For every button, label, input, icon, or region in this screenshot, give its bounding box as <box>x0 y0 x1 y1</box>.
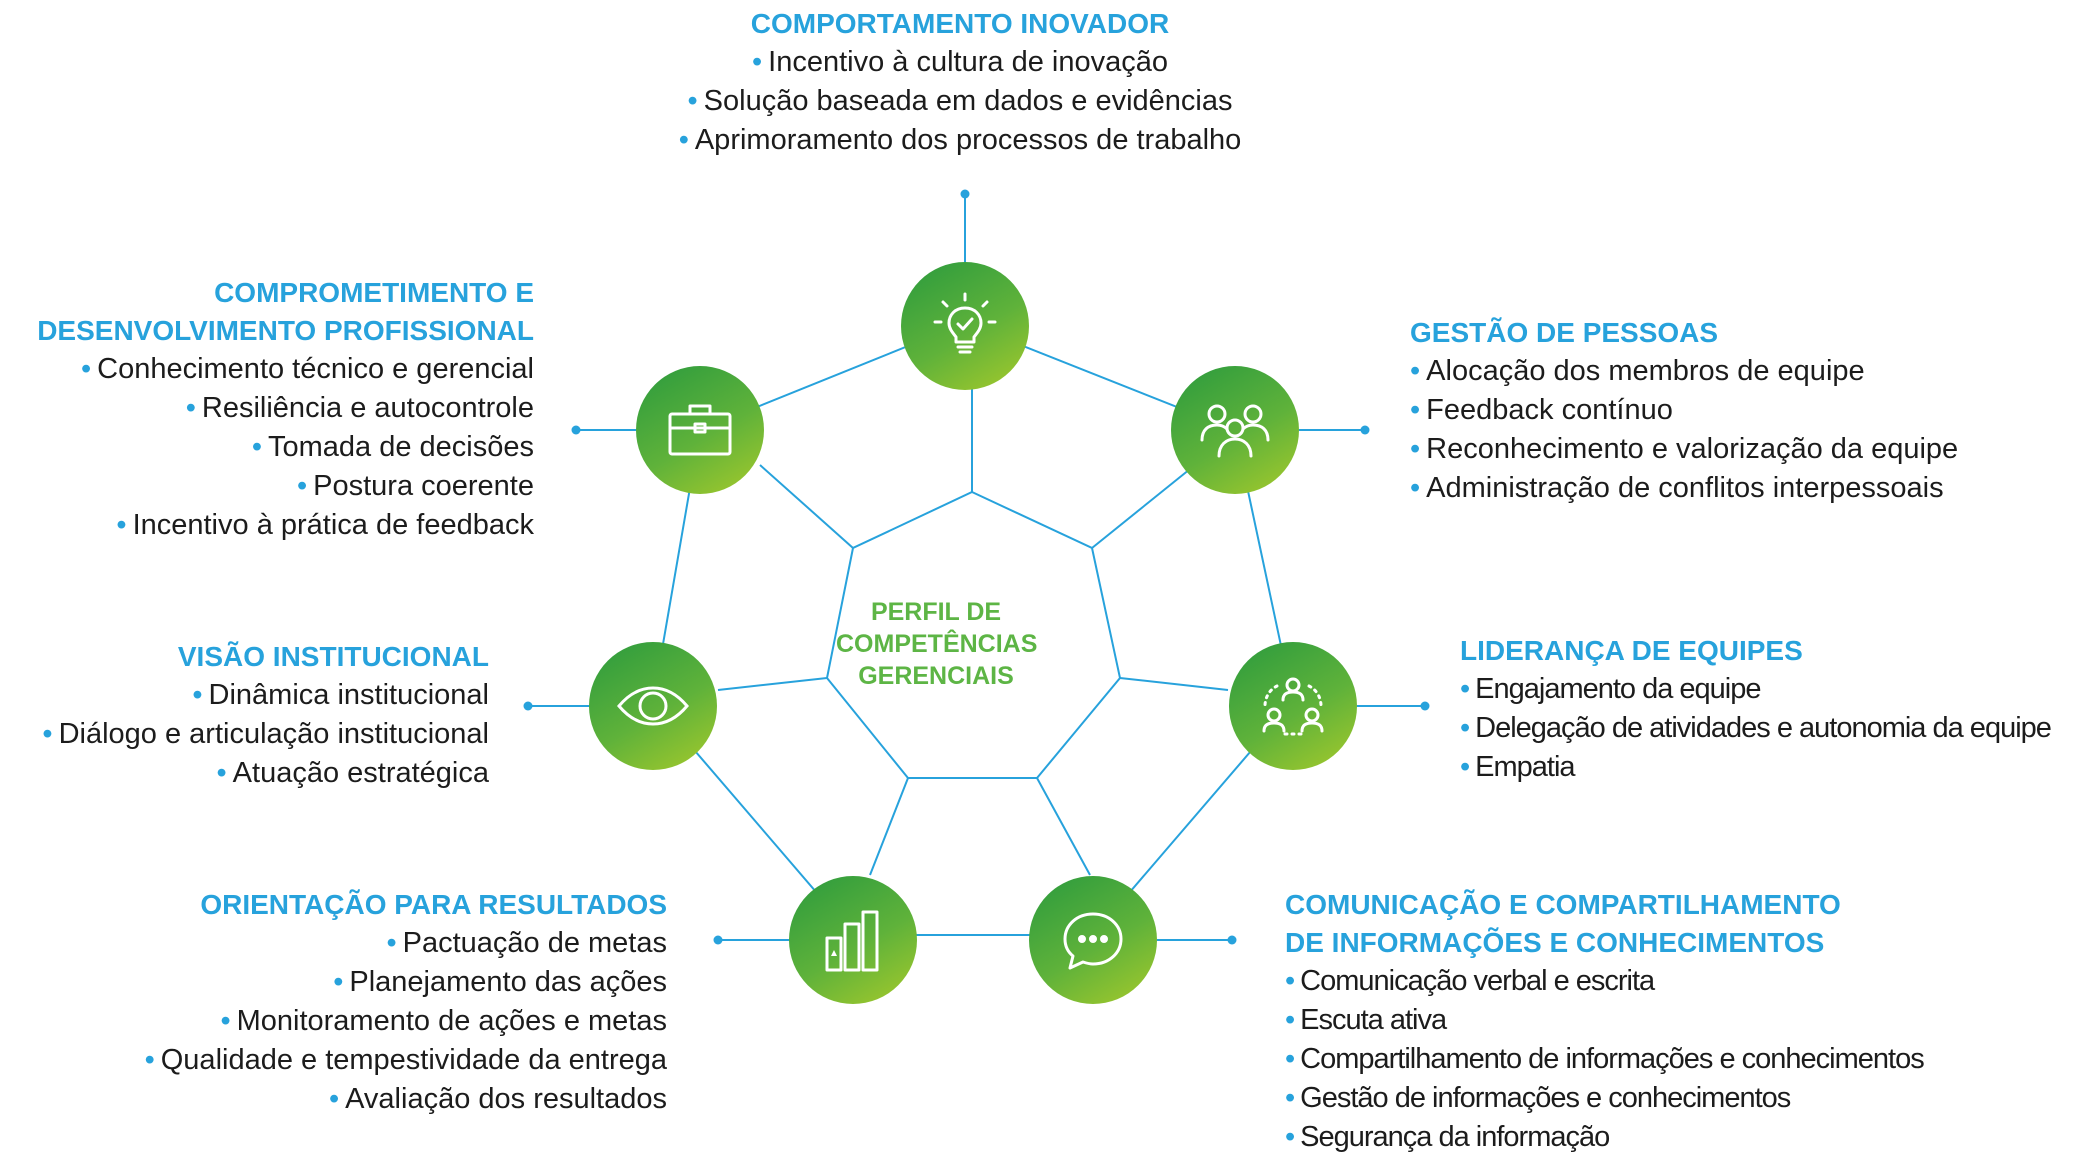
list-item: Planejamento das ações <box>145 963 667 1002</box>
leader-dot-pessoas <box>1360 425 1370 435</box>
title-resultados-line-1: ORIENTAÇÃO PARA RESULTADOS <box>200 889 667 920</box>
title-comunicacao-line-2: DE INFORMAÇÕES E CONHECIMENTOS <box>1285 927 1825 958</box>
list-visao: Dinâmica institucional Diálogo e articul… <box>42 676 489 793</box>
block-comunicacao: COMUNICAÇÃO E COMPARTILHAMENTO DE INFORM… <box>1285 886 1925 1157</box>
leader-dot-comprometimento <box>571 425 581 435</box>
spoke-lideranca <box>1119 677 1229 691</box>
leader-dot-visao <box>523 701 533 711</box>
node-lideranca <box>1229 642 1357 770</box>
list-item: Empatia <box>1460 748 2051 787</box>
spoke-visao <box>717 677 828 691</box>
block-comprometimento: COMPROMETIMENTO E DESENVOLVIMENTO PROFIS… <box>37 274 534 545</box>
list-item: Atuação estratégica <box>42 754 489 793</box>
list-item: Feedback contínuo <box>1410 391 1958 430</box>
list-comprometimento: Conhecimento técnico e gerencial Resiliê… <box>37 350 534 545</box>
title-comunicacao-line-1: COMUNICAÇÃO E COMPARTILHAMENTO <box>1285 889 1841 920</box>
title-inovador: COMPORTAMENTO INOVADOR <box>650 5 1270 43</box>
title-comprometimento-line-1: COMPROMETIMENTO E <box>214 277 534 308</box>
title-pessoas: GESTÃO DE PESSOAS <box>1410 314 1958 352</box>
leader-dot-comunicacao <box>1227 935 1237 945</box>
title-comprometimento: COMPROMETIMENTO E DESENVOLVIMENTO PROFIS… <box>37 274 534 350</box>
list-pessoas: Alocação dos membros de equipe Feedback … <box>1410 352 1958 508</box>
title-visao: VISÃO INSTITUCIONAL <box>42 638 489 676</box>
block-lideranca: LIDERANÇA DE EQUIPES Engajamento da equi… <box>1460 632 2052 787</box>
people-group-icon <box>1200 404 1270 458</box>
list-lideranca: Engajamento da equipe Delegação de ativi… <box>1460 670 2052 787</box>
list-resultados: Pactuação de metas Planejamento das açõe… <box>145 924 667 1119</box>
title-lideranca: LIDERANÇA DE EQUIPES <box>1460 632 2051 670</box>
node-resultados <box>789 876 917 1004</box>
spoke-comunicacao <box>1036 777 1091 876</box>
spoke-resultados <box>869 777 909 876</box>
leader-dot-resultados <box>713 935 723 945</box>
title-resultados: ORIENTAÇÃO PARA RESULTADOS <box>145 886 667 924</box>
list-item: Administração de conflitos interpessoais <box>1410 469 1958 508</box>
list-item: Delegação de atividades e autonomia da e… <box>1460 709 2052 748</box>
list-item: Diálogo e articulação institucional <box>42 715 489 754</box>
list-item: Escuta ativa <box>1285 1001 1924 1040</box>
title-inovador-line-1: COMPORTAMENTO INOVADOR <box>750 8 1170 39</box>
list-item: Engajamento da equipe <box>1460 670 2051 709</box>
list-item: Monitoramento de ações e metas <box>145 1002 667 1041</box>
title-visao-line-1: VISÃO INSTITUCIONAL <box>177 641 489 672</box>
list-item: Compartilhamento de informações e conhec… <box>1285 1040 1925 1079</box>
list-item: Incentivo à prática de feedback <box>37 506 534 545</box>
team-leadership-icon <box>1262 677 1324 736</box>
spoke-pessoas <box>1091 464 1196 549</box>
list-item: Resiliência e autocontrole <box>37 389 534 428</box>
center-line-3: GERENCIAIS <box>858 662 1014 690</box>
list-item: Aprimoramento dos processos de trabalho <box>650 121 1270 160</box>
bar-chart-icon <box>825 910 879 972</box>
chat-bubble-icon <box>1063 912 1123 970</box>
node-pessoas <box>1171 366 1299 494</box>
block-pessoas: GESTÃO DE PESSOAS Alocação dos membros d… <box>1410 314 1958 508</box>
center-line-1: PERFIL DE <box>870 598 1002 626</box>
block-inovador: COMPORTAMENTO INOVADOR Incentivo à cultu… <box>650 5 1270 160</box>
list-item: Qualidade e tempestividade da entrega <box>145 1041 667 1080</box>
leader-dot-lideranca <box>1420 701 1430 711</box>
list-item: Alocação dos membros de equipe <box>1410 352 1958 391</box>
list-item: Pactuação de metas <box>145 924 667 963</box>
spoke-comprometimento <box>759 464 854 549</box>
list-item: Comunicação verbal e escrita <box>1285 962 1924 1001</box>
list-item: Incentivo à cultura de inovação <box>650 43 1270 82</box>
node-comunicacao <box>1029 876 1157 1004</box>
node-inovador <box>901 262 1029 390</box>
list-item: Gestão de informações e conhecimentos <box>1285 1079 1924 1118</box>
title-lideranca-line-1: LIDERANÇA DE EQUIPES <box>1460 635 1803 666</box>
title-comprometimento-line-2: DESENVOLVIMENTO PROFISSIONAL <box>37 315 534 346</box>
eye-icon <box>617 686 689 726</box>
list-item: Avaliação dos resultados <box>145 1080 667 1119</box>
list-item: Segurança da informação <box>1285 1118 1924 1157</box>
list-comunicacao: Comunicação verbal e escrita Escuta ativ… <box>1285 962 1925 1157</box>
center-label: PERFIL DE COMPETÊNCIAS GERENCIAIS <box>836 596 1038 692</box>
node-comprometimento <box>636 366 764 494</box>
list-inovador: Incentivo à cultura de inovação Solução … <box>650 43 1270 160</box>
block-visao: VISÃO INSTITUCIONAL Dinâmica institucion… <box>42 638 489 793</box>
list-item: Dinâmica institucional <box>42 676 489 715</box>
title-comunicacao: COMUNICAÇÃO E COMPARTILHAMENTO DE INFORM… <box>1285 886 1924 962</box>
center-line-2: COMPETÊNCIAS <box>836 630 1038 658</box>
inner-ring <box>825 490 1122 779</box>
lightbulb-check-icon <box>933 292 997 354</box>
title-pessoas-line-1: GESTÃO DE PESSOAS <box>1410 317 1719 348</box>
list-item: Tomada de decisões <box>37 428 534 467</box>
list-item: Reconhecimento e valorização da equipe <box>1410 430 1958 469</box>
block-resultados: ORIENTAÇÃO PARA RESULTADOS Pactuação de … <box>145 886 667 1119</box>
briefcase-icon <box>668 404 732 456</box>
list-item: Solução baseada em dados e evidências <box>650 82 1270 121</box>
leader-dot-inovador <box>960 189 970 199</box>
list-item: Conhecimento técnico e gerencial <box>37 350 534 389</box>
node-visao <box>589 642 717 770</box>
list-item: Postura coerente <box>37 467 534 506</box>
